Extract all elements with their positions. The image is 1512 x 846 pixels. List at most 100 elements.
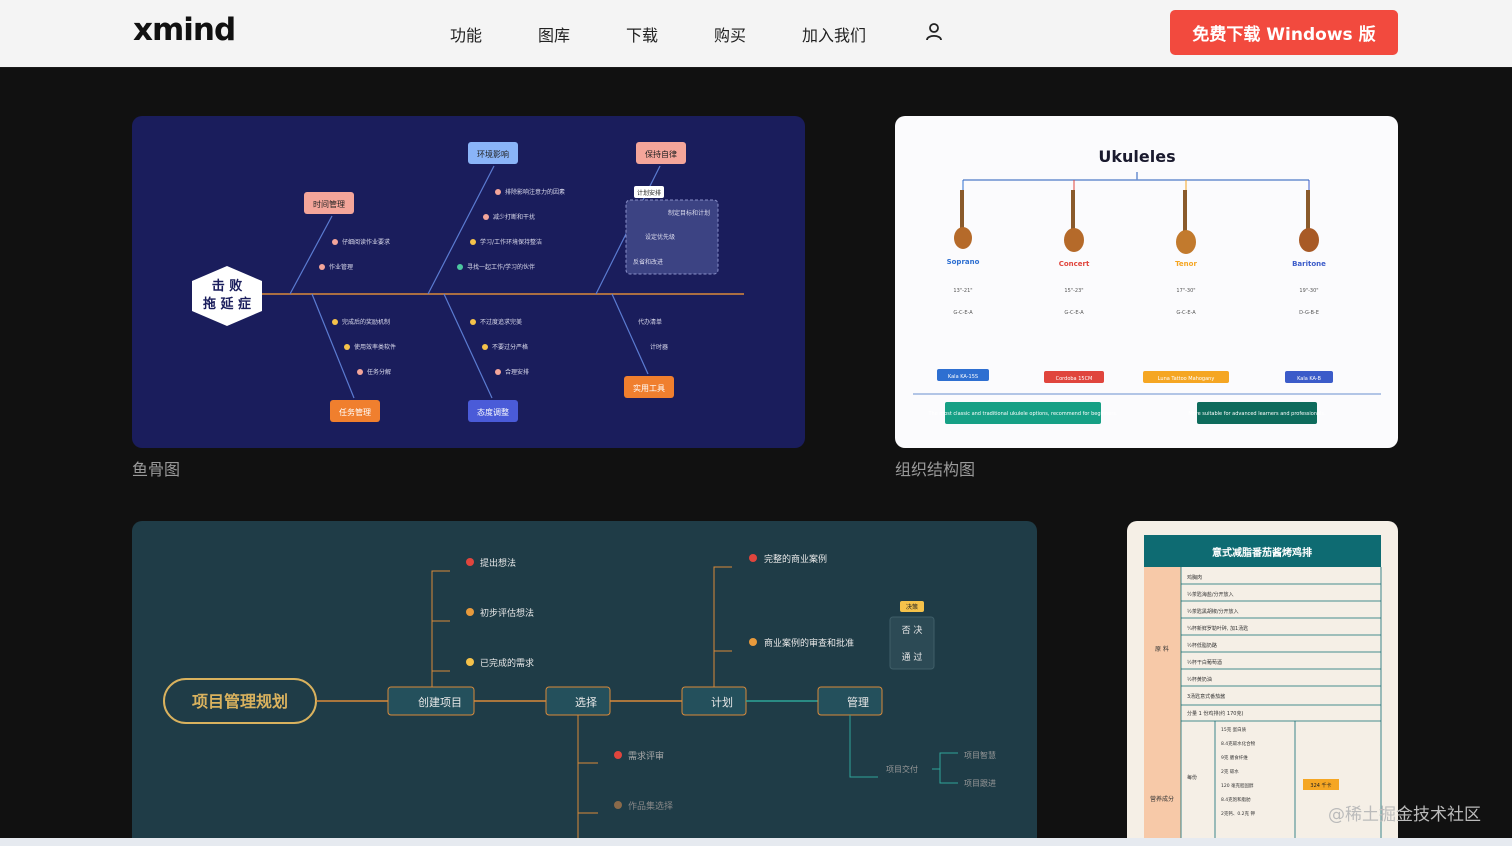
- project-manage-item: 项目交付: [886, 764, 918, 774]
- fishbone-item: 反省和改进: [633, 258, 663, 266]
- fishbone-card[interactable]: 击 败 拖 延 症 时间管理 环境影响 保持自律 任务管理 态度调整 实用工具 …: [132, 116, 805, 448]
- fishbone-item: 仔细阅读作业要求: [342, 238, 390, 246]
- project-select-item: 需求评审: [628, 750, 664, 762]
- nav-gallery[interactable]: 图库: [538, 26, 571, 45]
- fishbone-diagram: 击 败 拖 延 症 时间管理 环境影响 保持自律 任务管理 态度调整 实用工具 …: [192, 142, 744, 422]
- org-model: Luna Tattoo Mahogany: [1158, 376, 1215, 382]
- recipe-row: ½茶匙黑胡椒/分开放入: [1187, 608, 1239, 615]
- org-model: Kala KA-15S: [948, 374, 978, 380]
- project-create-item: 提出想法: [480, 557, 516, 569]
- fishbone-item: 合理安排: [505, 368, 529, 376]
- fishbone-item: 代办清单: [638, 318, 662, 326]
- recipe-row: ½茶匙海盐/分开放入: [1187, 591, 1234, 598]
- download-windows-button[interactable]: 免费下载 Windows 版: [1170, 10, 1398, 55]
- org-column-baritone: Baritone 19"-30" D-G-B-E Kala KA-B: [1285, 180, 1333, 383]
- recipe-nutrition: 2克 碳水: [1221, 768, 1239, 775]
- recipe-row: ½杯低脂奶酪: [1187, 642, 1217, 649]
- fishbone-item: 设定优先级: [645, 233, 675, 241]
- org-model: Cordoba 15CM: [1056, 376, 1093, 382]
- fishbone-item: 寻找一起工作/学习的伙伴: [467, 263, 535, 271]
- project-step-plan: 计划: [711, 696, 733, 709]
- fishbone-head: [192, 266, 262, 326]
- org-column-concert: Concert 15"-23" G-C-E-A Cordoba 15CM: [1044, 180, 1104, 383]
- recipe-calorie-badge: 324 千卡: [1310, 782, 1331, 789]
- recipe-row: ½杯黄奶油: [1187, 676, 1212, 683]
- org-chart-caption[interactable]: 组织结构图: [895, 460, 976, 479]
- recipe-card[interactable]: 意式减脂番茄酱烤鸡排 原 料 营养成分 鸡胸肉 ½茶匙海盐/分开放入 ½茶匙黑胡…: [1127, 521, 1398, 846]
- fishbone-item: 任务分解: [367, 368, 391, 376]
- project-select-item: 作品集选择: [628, 800, 673, 812]
- recipe-nutrition: 15克 蛋白质: [1221, 726, 1247, 733]
- nav-buy[interactable]: 购买: [714, 26, 747, 45]
- fishbone-item: 不要过分严格: [492, 343, 528, 351]
- org-tuning: G-C-E-A: [1064, 310, 1084, 316]
- org-chart-diagram: Ukuleles Soprano 13"-21" G-C-E-A Kala KA…: [913, 147, 1381, 424]
- recipe-row: 3汤匙意式番茄酱: [1187, 693, 1225, 700]
- project-plan-item: 商业案例的审查和批准: [764, 637, 854, 649]
- user-icon[interactable]: [924, 22, 944, 42]
- org-tuning: D-G-B-E: [1299, 310, 1319, 316]
- org-tuning: G-C-E-A: [1176, 310, 1196, 316]
- fishbone-head-line2: 拖 延 症: [203, 296, 251, 312]
- project-decision-option: 否 决: [902, 624, 923, 636]
- org-type: Tenor: [1175, 260, 1197, 268]
- nav-join-us[interactable]: 加入我们: [802, 26, 867, 45]
- recipe-nutrition: 8.4克饱和脂肪: [1221, 796, 1251, 803]
- org-model: Kala KA-B: [1297, 376, 1321, 382]
- recipe-section-nutrition: 营养成分: [1150, 795, 1174, 803]
- xmind-logo[interactable]: xmind: [133, 12, 236, 48]
- fishbone-caption[interactable]: 鱼骨图: [132, 460, 181, 479]
- project-title: 项目管理规划: [192, 692, 288, 711]
- nav-download[interactable]: 下载: [626, 26, 659, 45]
- org-column-tenor: Tenor 17"-30" G-C-E-A Luna Tattoo Mahoga…: [1143, 180, 1229, 383]
- recipe-nutrition: 120 毫克胆固醇: [1221, 782, 1254, 789]
- recipe-nutrition: 8.4克碳水化合物: [1221, 740, 1256, 747]
- project-decision-label: 决策: [906, 603, 918, 611]
- bottom-scroll-bar: [0, 838, 1512, 846]
- site-header: xmind 功能 图库 下载 购买 加入我们 免费下载 Windows 版: [0, 0, 1512, 68]
- fishbone-item: 作业管理: [329, 263, 353, 271]
- project-manage-item: 项目跟进: [964, 779, 996, 788]
- fishbone-item: 使用效率类软件: [354, 343, 396, 351]
- org-type: Baritone: [1292, 260, 1326, 268]
- org-size: 17"-30": [1176, 288, 1195, 294]
- fishbone-cat-env: 环境影响: [477, 149, 509, 159]
- project-plan-card[interactable]: 项目管理规划 创建项目 选择 计划 管理 提出想法 初步评估想法 已完成的需求: [132, 521, 1037, 846]
- fishbone-cat-task: 任务管理: [339, 407, 371, 417]
- fishbone-cat-attitude: 态度调整: [477, 407, 509, 417]
- recipe-diagram: 意式减脂番茄酱烤鸡排 原 料 营养成分 鸡胸肉 ½茶匙海盐/分开放入 ½茶匙黑胡…: [1144, 535, 1382, 846]
- fishbone-item: 完成后的奖励机制: [342, 318, 390, 326]
- fishbone-cat-tools: 实用工具: [633, 383, 665, 393]
- project-step-select: 选择: [575, 695, 597, 709]
- recipe-section-ingredients: 原 料: [1155, 645, 1169, 653]
- project-plan-diagram: 项目管理规划 创建项目 选择 计划 管理 提出想法 初步评估想法 已完成的需求: [163, 553, 996, 846]
- org-size: 13"-21": [953, 288, 972, 294]
- project-plan-item: 完整的商业案例: [764, 553, 827, 565]
- org-note-beginners: The most classic and traditional ukulele…: [927, 411, 1117, 417]
- fishbone-self-label: 计划安排: [637, 189, 661, 197]
- fishbone-head-line1: 击 败: [212, 278, 243, 294]
- project-manage-item: 项目智慧: [964, 750, 996, 760]
- watermark: @稀土掘金技术社区: [1328, 805, 1481, 825]
- recipe-row: 分量 1 份鸡排(约 170克): [1187, 710, 1243, 717]
- fishbone-item: 减少打断和干扰: [493, 213, 535, 221]
- recipe-serving: 每份: [1187, 774, 1197, 781]
- project-create-item: 初步评估想法: [480, 607, 534, 619]
- project-step-manage: 管理: [847, 695, 869, 709]
- fishbone-cat-self: 保持自律: [645, 149, 677, 159]
- fishbone-cat-time: 时间管理: [313, 199, 345, 209]
- recipe-row: ¼杯新鲜罗勒叶碎, 加1汤匙: [1187, 625, 1248, 632]
- fishbone-item: 计时器: [650, 343, 668, 351]
- org-type: Soprano: [947, 258, 980, 266]
- org-size: 19"-30": [1299, 288, 1318, 294]
- recipe-nutrition: 2克钙、0.2克 钾: [1221, 810, 1255, 817]
- org-column-soprano: Soprano 13"-21" G-C-E-A Kala KA-15S: [937, 180, 989, 381]
- fishbone-item: 排除影响注意力的因素: [505, 188, 565, 196]
- nav-features[interactable]: 功能: [450, 26, 483, 45]
- org-chart-card[interactable]: Ukuleles Soprano 13"-21" G-C-E-A Kala KA…: [895, 116, 1398, 448]
- fishbone-item: 制定目标和计划: [668, 209, 710, 217]
- org-size: 15"-23": [1064, 288, 1083, 294]
- org-note-advanced: More suitable for advanced learners and …: [1188, 411, 1326, 417]
- fishbone-item: 不过度追求完美: [480, 318, 522, 326]
